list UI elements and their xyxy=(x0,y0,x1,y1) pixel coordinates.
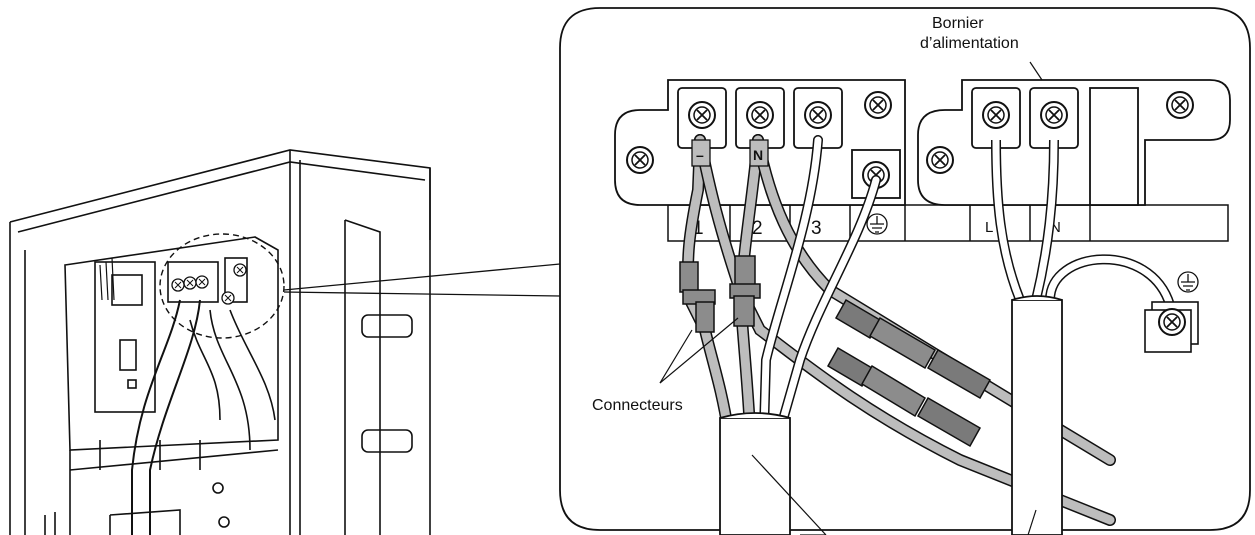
screw-icon xyxy=(926,146,954,174)
screw-icon xyxy=(1158,308,1186,336)
outdoor-unit-overview xyxy=(9,149,431,535)
inline-connectors xyxy=(826,298,992,448)
terminal-label-l: L xyxy=(985,219,993,236)
terminal-label-n: N xyxy=(1050,219,1061,236)
leader-lines xyxy=(659,61,1043,535)
label-terminal-block-line2: d’alimentation xyxy=(920,35,1019,52)
label-connectors: Connecteurs xyxy=(592,397,683,414)
cable-sheath-signal xyxy=(719,412,791,535)
label-terminal-block-line1: Bornier xyxy=(932,15,984,32)
wires-power xyxy=(991,139,1175,307)
ground-icon xyxy=(1177,271,1199,293)
terminal-label-3: 3 xyxy=(811,218,822,239)
cable-sheath-power xyxy=(1011,295,1063,535)
screw-icon xyxy=(982,101,1010,129)
screw-icon xyxy=(688,101,716,129)
terminal-label-2: 2 xyxy=(752,218,763,239)
screw-icon xyxy=(804,101,832,129)
terminal-label-1: 1 xyxy=(693,218,704,239)
connector-1 xyxy=(679,261,716,333)
wires-signal xyxy=(681,134,1116,526)
zoom-lines xyxy=(283,263,561,297)
screw-icon xyxy=(626,146,654,174)
wire-lugs xyxy=(691,139,769,167)
wire-mark-minus: – xyxy=(696,147,704,163)
screw-icon xyxy=(1040,101,1068,129)
screw-icon xyxy=(1166,91,1194,119)
screw-icon xyxy=(746,101,774,129)
terminal-rail xyxy=(667,204,1229,242)
ground-icon xyxy=(866,213,888,235)
screw-icon xyxy=(864,91,892,119)
wire-mark-n: N xyxy=(753,147,763,163)
connector-2 xyxy=(729,255,761,327)
